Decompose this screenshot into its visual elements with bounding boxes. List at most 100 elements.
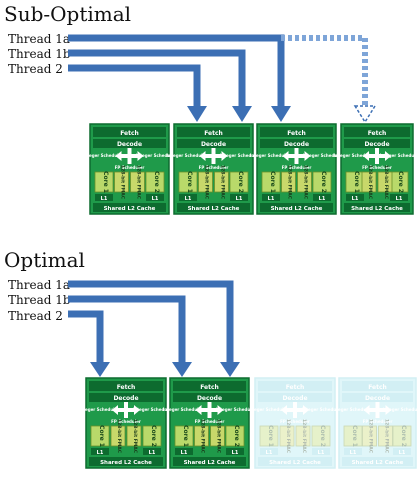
fmac-right-label: 128-bit FMAC [384, 419, 390, 454]
fetch-bar [173, 381, 246, 391]
fetch-label: Fetch [286, 384, 305, 391]
l2-cache-bar [344, 203, 410, 212]
fmac-left-label: 128-bit FMAC [204, 165, 210, 200]
core-2-box [229, 171, 249, 193]
core-1-label: Core 1 [98, 425, 105, 447]
arrow-head-1a-dashed [353, 105, 377, 124]
fetch-label: Fetch [368, 130, 387, 137]
core-2-label: Core 2 [153, 171, 160, 193]
core-2-box [311, 425, 331, 447]
arrow-head-1a [220, 362, 240, 377]
l2-cache-bar [93, 203, 166, 212]
l2-cache-label: Shared L2 Cache [351, 206, 403, 212]
integer-scheduler-right-label: Integer Scheduler [220, 153, 261, 158]
thread-label-2: Thread 2 [8, 309, 63, 323]
fetch-label: Fetch [200, 384, 219, 391]
fmac-left-box [281, 171, 296, 193]
decode-label: Decode [117, 141, 142, 148]
core-1-box [343, 425, 363, 447]
fmac-left-label: 128-bit FMAC [285, 419, 291, 454]
core-1-box [90, 425, 110, 447]
l2-cache-bar [258, 457, 332, 466]
fp-scheduler-label: FP Scheduler [111, 419, 141, 424]
l2-cache-bar [260, 203, 333, 212]
core-1-label: Core 1 [182, 425, 189, 447]
fp-scheduler-label: FP Scheduler [362, 165, 392, 170]
core-1-label: Core 1 [353, 171, 360, 193]
arrow-head-2 [90, 362, 110, 377]
fp-scheduler-label: FP Scheduler [195, 419, 225, 424]
core-2-box [225, 425, 245, 447]
fmac-left-box [279, 425, 295, 447]
fmac-right-label: 128-bit FMAC [301, 419, 307, 454]
l2-cache-bar [342, 457, 413, 466]
decode-bar [258, 393, 332, 402]
l1-right-label: L1 [149, 450, 156, 456]
l1-left-bar [91, 448, 109, 455]
core-2-box [392, 425, 412, 447]
decode-label: Decode [282, 395, 307, 402]
integer-scheduler-left-label: Integer Scheduler [248, 407, 289, 412]
core-1-box [261, 171, 281, 193]
fetch-bar [93, 127, 166, 137]
decode-label: Decode [113, 395, 138, 402]
l1-left-bar [175, 448, 193, 455]
core-2-box [312, 171, 332, 193]
decode-label: Decode [284, 141, 309, 148]
fetch-bar [177, 127, 250, 137]
fmac-left-label: 128-bit FMAC [367, 165, 373, 200]
fetch-bar [260, 127, 333, 137]
fmac-right-box [378, 425, 393, 447]
arrow-thread-2 [68, 310, 104, 364]
l1-left-label: L1 [97, 450, 104, 456]
fetch-label: Fetch [117, 384, 136, 391]
decode-label: Decode [365, 395, 390, 402]
thread-label-1b: Thread 1b [8, 293, 71, 307]
fmac-right-box [377, 171, 393, 193]
l1-right-label: L1 [232, 450, 239, 456]
module-frame [338, 377, 417, 469]
l1-right-bar [230, 194, 248, 201]
integer-scheduler-right-label: Integer Scheduler [133, 407, 174, 412]
core-1-box [259, 425, 279, 447]
l2-cache-label: Shared L2 Cache [269, 460, 321, 466]
integer-scheduler-right-label: Integer Scheduler [302, 407, 343, 412]
fmac-left-label: 128-bit FMAC [200, 419, 206, 454]
integer-scheduler-left-label: Integer Scheduler [332, 407, 373, 412]
arrow-thread-1b [68, 295, 186, 364]
integer-scheduler-left-label: Integer Scheduler [167, 153, 208, 158]
l1-right-label: L1 [319, 196, 326, 202]
shared-arrow-stem [294, 148, 299, 164]
l2-cache-label: Shared L2 Cache [100, 460, 152, 466]
l1-right-label: L1 [318, 450, 325, 456]
fetch-bar [342, 381, 413, 391]
fmac-right-box [126, 425, 142, 447]
fmac-right-box [295, 425, 311, 447]
thread-label-2: Thread 2 [8, 62, 63, 76]
decode-bar [173, 393, 246, 402]
shared-arrow-stem [207, 402, 212, 418]
l1-right-bar [312, 448, 330, 455]
fmac-left-box [198, 171, 213, 193]
section-title-suboptimal: Sub-Optimal [4, 2, 132, 26]
arrow-thread-1a-dashed [281, 35, 368, 108]
l2-cache-bar [177, 203, 250, 212]
fmac-right-box [297, 171, 312, 193]
integer-scheduler-left-label: Integer Scheduler [250, 153, 291, 158]
shared-arrow-stem [211, 148, 216, 164]
fp-scheduler-label: FP Scheduler [115, 165, 145, 170]
arrow-thread-1a [68, 280, 234, 364]
core-2-label: Core 2 [320, 171, 327, 193]
arrow-thread-2 [68, 64, 201, 108]
fmac-left-box [114, 171, 129, 193]
decode-bar [344, 139, 410, 148]
arrow-head-2 [187, 106, 207, 122]
core-1-box [178, 171, 198, 193]
fetch-bar [89, 381, 163, 391]
l1-right-label: L1 [236, 196, 243, 202]
